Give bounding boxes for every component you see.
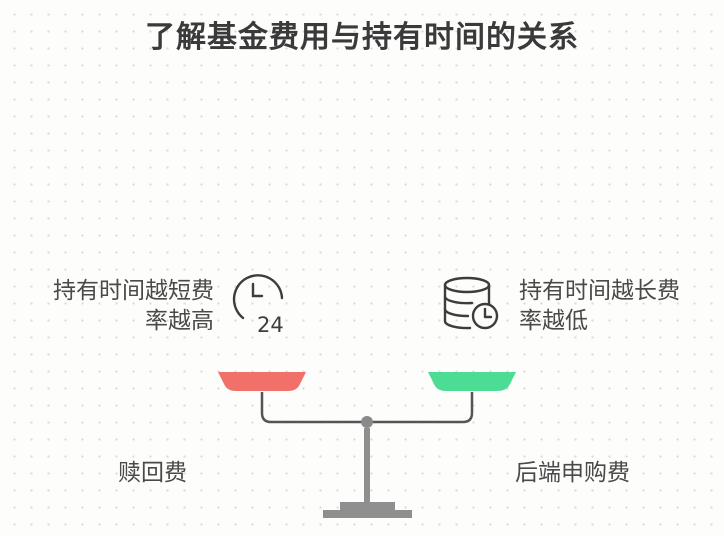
clock-badge-text: 24 xyxy=(257,313,284,337)
database-clock-icon xyxy=(443,276,499,330)
page-title: 了解基金费用与持有时间的关系 xyxy=(145,20,579,55)
scale-pole xyxy=(364,428,370,502)
left-pan xyxy=(218,372,306,391)
scale-base-top xyxy=(340,502,395,510)
scale-pivot xyxy=(361,416,373,428)
short-holding-description: 持有时间越短费 率越高 xyxy=(53,278,214,334)
long-holding-description: 持有时间越长费 率越低 xyxy=(519,278,680,334)
clock-24-icon: 24 xyxy=(232,274,284,337)
redemption-fee-label: 赎回费 xyxy=(118,460,187,486)
scale-base xyxy=(323,510,412,518)
back-end-fee-label: 后端申购费 xyxy=(515,460,630,486)
right-pan xyxy=(428,372,516,391)
